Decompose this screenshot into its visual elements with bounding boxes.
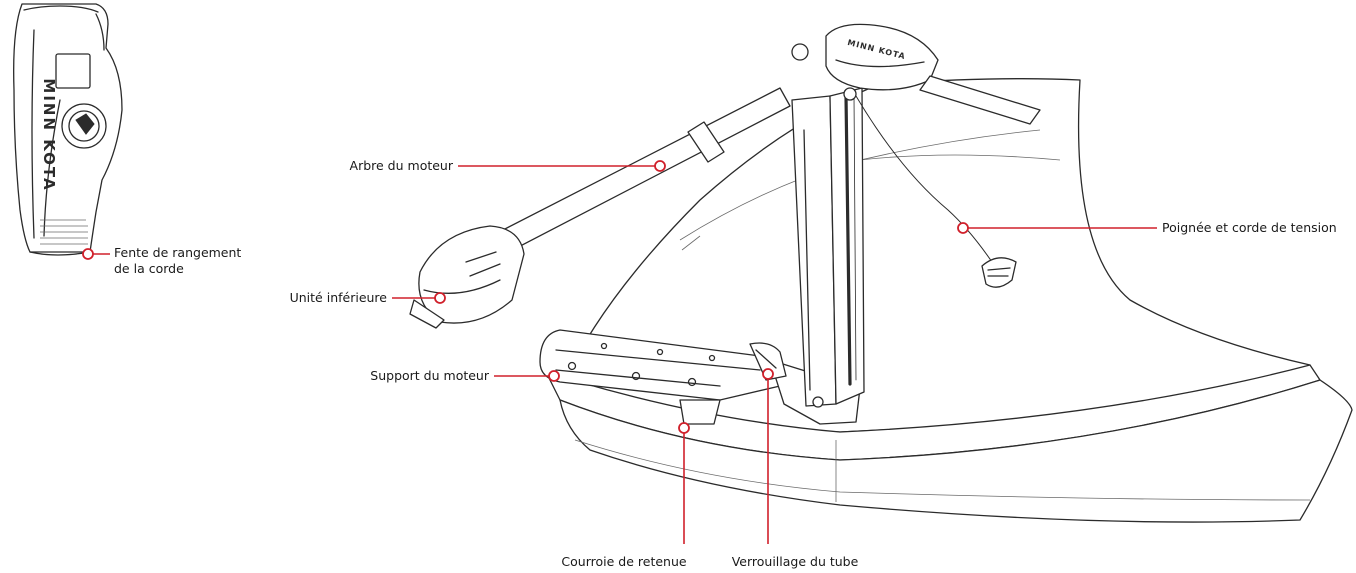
svg-text:MINN KOTA: MINN KOTA <box>40 78 58 191</box>
callout-lower-unit: Unité inférieure <box>290 290 446 305</box>
strap-label: Courroie de retenue <box>561 554 686 569</box>
remote-grip <box>40 219 88 245</box>
callout-shaft: Arbre du moteur <box>350 158 666 173</box>
motor-shaft <box>459 87 791 271</box>
foot-pedal-remote-icon: MINN KOTA <box>13 3 123 256</box>
callout-rope-slot: Fente de rangement de la corde <box>82 245 241 276</box>
motor-column <box>791 87 865 408</box>
callout-handle-cord: Poignée et corde de tension <box>957 220 1337 235</box>
tiller-handle <box>919 75 1041 125</box>
shaft-label: Arbre du moteur <box>350 158 454 173</box>
rope-slot-label-line2: de la corde <box>114 261 184 276</box>
rope-slot-label-line1: Fente de rangement <box>114 245 241 260</box>
remote-brand-text: MINN KOTA <box>40 78 58 191</box>
lower-unit <box>409 225 525 329</box>
tension-handle-cord <box>855 95 1017 288</box>
remote-display <box>55 53 91 89</box>
mount-label: Support du moteur <box>370 368 490 383</box>
tube-lock-label: Verrouillage du tube <box>732 554 859 569</box>
boat-bow <box>545 78 1353 523</box>
callout-strap: Courroie de retenue <box>561 422 690 569</box>
callout-mount: Support du moteur <box>370 368 560 383</box>
lower-unit-label: Unité inférieure <box>290 290 388 305</box>
motor-head: MINN KOTA <box>791 23 1041 125</box>
handle-cord-label: Poignée et corde de tension <box>1162 220 1337 235</box>
retention-strap <box>679 399 721 425</box>
callout-tube-lock: Verrouillage du tube <box>732 368 859 569</box>
